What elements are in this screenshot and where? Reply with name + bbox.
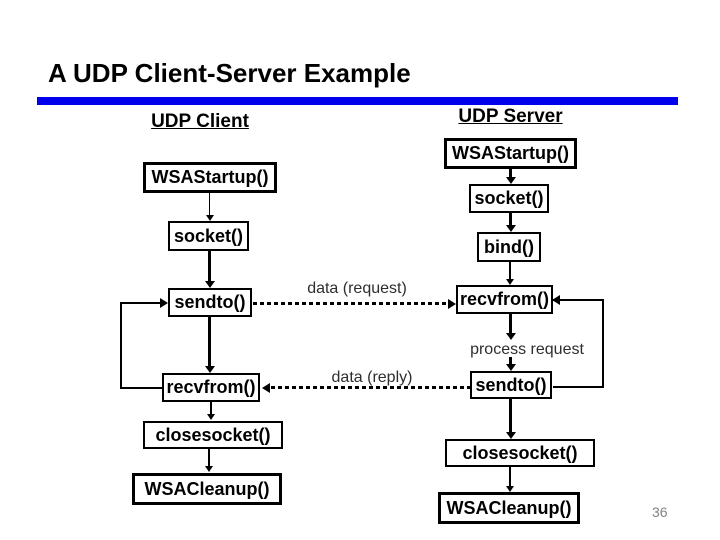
client-flow-arrow-recvfrom-closesocket [210, 402, 212, 414]
server-flow-arrow-wsastartup-socket [509, 169, 512, 177]
client-flow-arrow-closesocket-wsacleanup [208, 449, 210, 466]
flowchart-node-server-sendto: sendto() [470, 371, 552, 399]
flowchart-node-server-wsastartup: WSAStartup() [444, 138, 577, 169]
flowchart-node-client-wsastartup: WSAStartup() [143, 162, 277, 193]
client-flow-arrow-socket-sendto [208, 251, 211, 281]
flowchart-node-client-socket: socket() [168, 221, 249, 251]
flowchart-node-client-closesocket: closesocket() [143, 421, 283, 449]
server-flow-arrow-bind-recvfrom [509, 262, 511, 279]
client-flow-arrow-wsastartup-socket [209, 193, 210, 215]
server-flow-arrow-closesocket-wsacleanup [509, 467, 511, 486]
page-number: 36 [652, 504, 668, 520]
server-flow-arrow-socket-bind [509, 213, 512, 225]
server-flow-arrow-recvfrom-process [509, 314, 512, 333]
client-loop-connector [120, 302, 163, 389]
reply-message-label: data (reply) [331, 369, 413, 386]
reply-message-arrowhead [262, 383, 270, 393]
request-message-label: data (request) [307, 280, 407, 297]
request-message-arrowhead [448, 299, 456, 309]
flowchart-node-server-bind: bind() [477, 232, 541, 262]
flowchart-node-client-recvfrom: recvfrom() [162, 373, 260, 402]
client-column-header: UDP Client [151, 111, 249, 132]
flowchart-node-client-sendto: sendto() [168, 288, 252, 317]
server-loop-connector [553, 299, 604, 388]
client-loop-arrowhead [160, 298, 168, 308]
flowchart-node-server-socket: socket() [469, 184, 549, 213]
slide-title: A UDP Client-Server Example [48, 58, 411, 88]
client-flow-arrow-sendto-recvfrom [208, 317, 211, 366]
flowchart-node-server-closesocket: closesocket() [445, 439, 595, 467]
flowchart-node-server-recvfrom: recvfrom() [456, 285, 553, 314]
process-request-label: process request [470, 341, 584, 358]
request-message-dashed-line [253, 302, 449, 305]
flowchart-node-client-wsacleanup: WSACleanup() [132, 473, 282, 505]
title-accent-bar [37, 97, 678, 105]
server-column-header: UDP Server [458, 106, 563, 127]
server-loop-arrowhead [552, 295, 560, 305]
server-flow-arrow-process-sendto [509, 357, 512, 364]
reply-message-dashed-line [271, 386, 470, 389]
flowchart-node-server-wsacleanup: WSACleanup() [438, 492, 580, 524]
server-flow-arrow-sendto-closesocket [509, 399, 512, 432]
